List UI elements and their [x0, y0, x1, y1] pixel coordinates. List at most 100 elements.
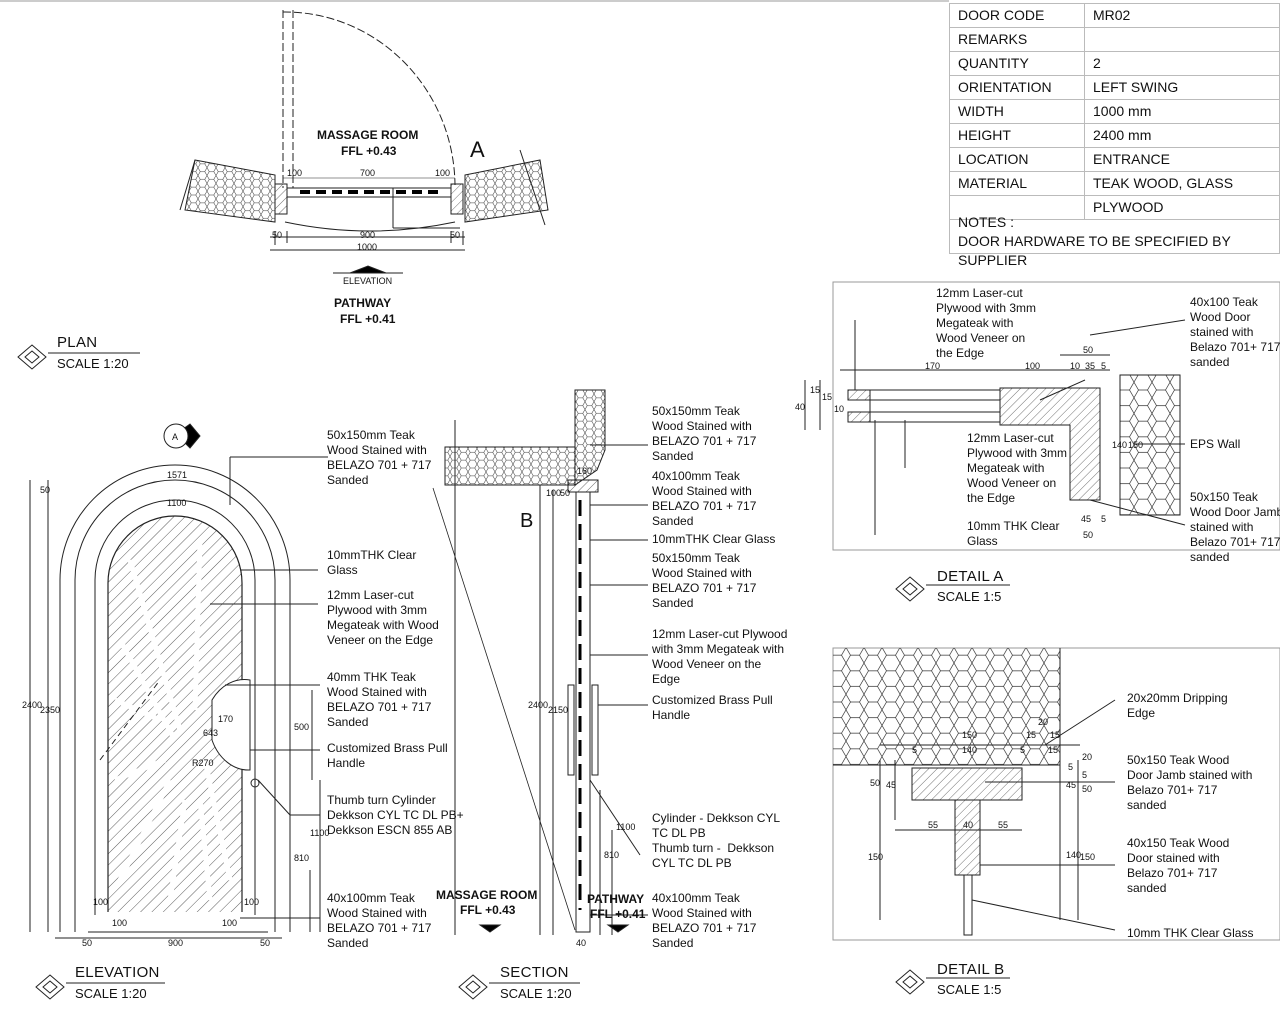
schedule-value: TEAK WOOD, GLASS — [1084, 171, 1280, 196]
schedule-value: MR02 — [1084, 3, 1280, 28]
plan-scale: SCALE 1:20 — [57, 356, 129, 371]
det-b-dim-15b: 15 — [1026, 730, 1037, 740]
det-a-dim-140: 140 — [1112, 440, 1128, 450]
det-b-dim-150r: 150 — [1080, 852, 1096, 862]
det-b-dim-55b: 55 — [998, 820, 1009, 830]
det-a-note-3: 12mm Laser-cut Plywood with 3mm Megateak… — [967, 431, 1068, 505]
elevation-drawing — [29, 423, 328, 939]
sect-note-4: 50x150mm Teak Wood Stained with BELAZO 7… — [652, 551, 757, 610]
sect-note-2: 40x100mm Teak Wood Stained with BELAZO 7… — [652, 469, 757, 528]
plan-room-ffl: FFL +0.43 — [341, 144, 397, 158]
plan-dim-50b: 50 — [450, 230, 461, 240]
sect-note-5: 12mm Laser-cut Plywood with 3mm Megateak… — [652, 627, 788, 686]
elev-dim-50: 50 — [40, 485, 51, 495]
schedule-row: PLYWOOD — [949, 195, 1280, 220]
sect-note-8: 40x100mm Teak Wood Stained with BELAZO 7… — [652, 891, 757, 950]
det-b-dim-150: 150 — [962, 730, 978, 740]
plan-section-mark: A — [470, 137, 485, 162]
plan-drawing — [179, 10, 549, 274]
det-a-note-2: 40x100 Teak Wood Door stained with Belaz… — [1190, 295, 1280, 369]
det-b-note-2: 50x150 Teak Wood Door Jamb stained with … — [1127, 753, 1253, 812]
detail-b-scale: SCALE 1:5 — [937, 982, 1002, 997]
sect-dim-1100: 1100 — [616, 822, 636, 832]
det-b-note-4: 10mm THK Clear Glass — [1127, 926, 1254, 940]
plan-dim-50a: 50 — [272, 230, 283, 240]
detail-a-scale: SCALE 1:5 — [937, 589, 1002, 604]
det-b-dim-20v: 20 — [1082, 752, 1093, 762]
detail-b-drawing — [832, 647, 1280, 941]
sect-dim-40: 40 — [576, 938, 587, 948]
sect-dim-2400: 2400 — [528, 700, 549, 710]
det-b-dim-5c: 5 — [1068, 762, 1074, 772]
elev-note-frame: 40x100mm Teak Wood Stained with BELAZO 7… — [327, 891, 432, 950]
plan-dim-900: 900 — [360, 230, 376, 240]
detail-b-title: DETAIL B — [937, 961, 1005, 978]
elev-dim-100l: 100 — [93, 897, 109, 907]
elev-dim-643: 643 — [203, 728, 219, 738]
det-b-dim-50: 50 — [870, 778, 881, 788]
plan-dim-100a: 100 — [287, 168, 303, 178]
plan-room-label: MASSAGE ROOM — [317, 128, 419, 142]
elev-dim-r270: R270 — [192, 758, 214, 768]
elev-note-jamb: 50x150mm Teak Wood Stained with BELAZO 7… — [327, 428, 432, 487]
elev-dim-100b1: 100 — [112, 918, 128, 928]
det-b-dim-150v: 150 — [868, 852, 884, 862]
det-a-note-6: 50x150 Teak Wood Door Jamb stained with … — [1190, 490, 1280, 564]
elev-dim-1100v: 1100 — [310, 828, 330, 838]
det-a-dim-150: 150 — [1128, 440, 1144, 450]
title-markers — [17, 344, 1010, 1000]
det-b-dim-50r: 50 — [1082, 784, 1093, 794]
schedule-value: ENTRANCE — [1084, 147, 1280, 172]
section-path-ffl: FFL +0.41 — [590, 907, 646, 921]
sect-note-1: 50x150mm Teak Wood Stained with BELAZO 7… — [652, 404, 757, 463]
section-mark: B — [520, 510, 534, 532]
schedule-label: HEIGHT — [949, 123, 1085, 148]
det-b-dim-45: 45 — [886, 780, 897, 790]
elev-dim-2350: 2350 — [40, 705, 61, 715]
schedule-label: LOCATION — [949, 147, 1085, 172]
elev-dim-1571: 1571 — [167, 470, 188, 480]
det-a-dim-10v: 10 — [834, 404, 845, 414]
elevation-title: ELEVATION — [75, 964, 160, 981]
det-b-dim-55a: 55 — [928, 820, 939, 830]
elev-dim-2400: 2400 — [22, 700, 43, 710]
schedule-value: 2 — [1084, 51, 1280, 76]
det-a-dim-40: 40 — [795, 402, 806, 412]
plan-title: PLAN — [57, 334, 98, 351]
plan-dim-700: 700 — [360, 168, 376, 178]
detail-a-drawing — [804, 281, 1280, 551]
schedule-notes: NOTES : DOOR HARDWARE TO BE SPECIFIED BY… — [949, 211, 1280, 268]
det-a-dim-5b: 5 — [1101, 514, 1107, 524]
elevation-tag: A — [172, 432, 179, 442]
detail-a-title: DETAIL A — [937, 568, 1004, 585]
schedule-value — [1084, 27, 1280, 52]
notes-label: NOTES : — [958, 214, 1015, 230]
sect-dim-2150: 2150 — [548, 705, 569, 715]
schedule-row: REMARKS — [949, 27, 1280, 52]
det-a-dim-170: 170 — [925, 361, 941, 371]
elev-note-handle: Customized Brass Pull Handle — [327, 741, 448, 770]
det-b-dim-15a: 15 — [1050, 730, 1061, 740]
schedule-value: LEFT SWING — [1084, 75, 1280, 100]
det-a-note-1: 12mm Laser-cut Plywood with 3mm Megateak… — [936, 286, 1037, 360]
section-path-label: PATHWAY — [587, 892, 645, 906]
elev-dim-170: 170 — [218, 714, 234, 724]
schedule-label — [949, 195, 1085, 220]
section-title: SECTION — [500, 964, 569, 981]
det-a-note-5: 10mm THK Clear Glass — [967, 519, 1060, 548]
plan-dim-100b: 100 — [435, 168, 451, 178]
sect-note-7: Cylinder - Dekkson CYL TC DL PB Thumb tu… — [652, 811, 781, 870]
section-scale: SCALE 1:20 — [500, 986, 572, 1001]
elev-note-teak: 40mm THK Teak Wood Stained with BELAZO 7… — [327, 670, 432, 729]
section-drawing — [432, 389, 648, 935]
det-b-note-1: 20x20mm Dripping Edge — [1127, 691, 1228, 720]
det-b-dim-40: 40 — [963, 820, 974, 830]
schedule-label: ORIENTATION — [949, 75, 1085, 100]
